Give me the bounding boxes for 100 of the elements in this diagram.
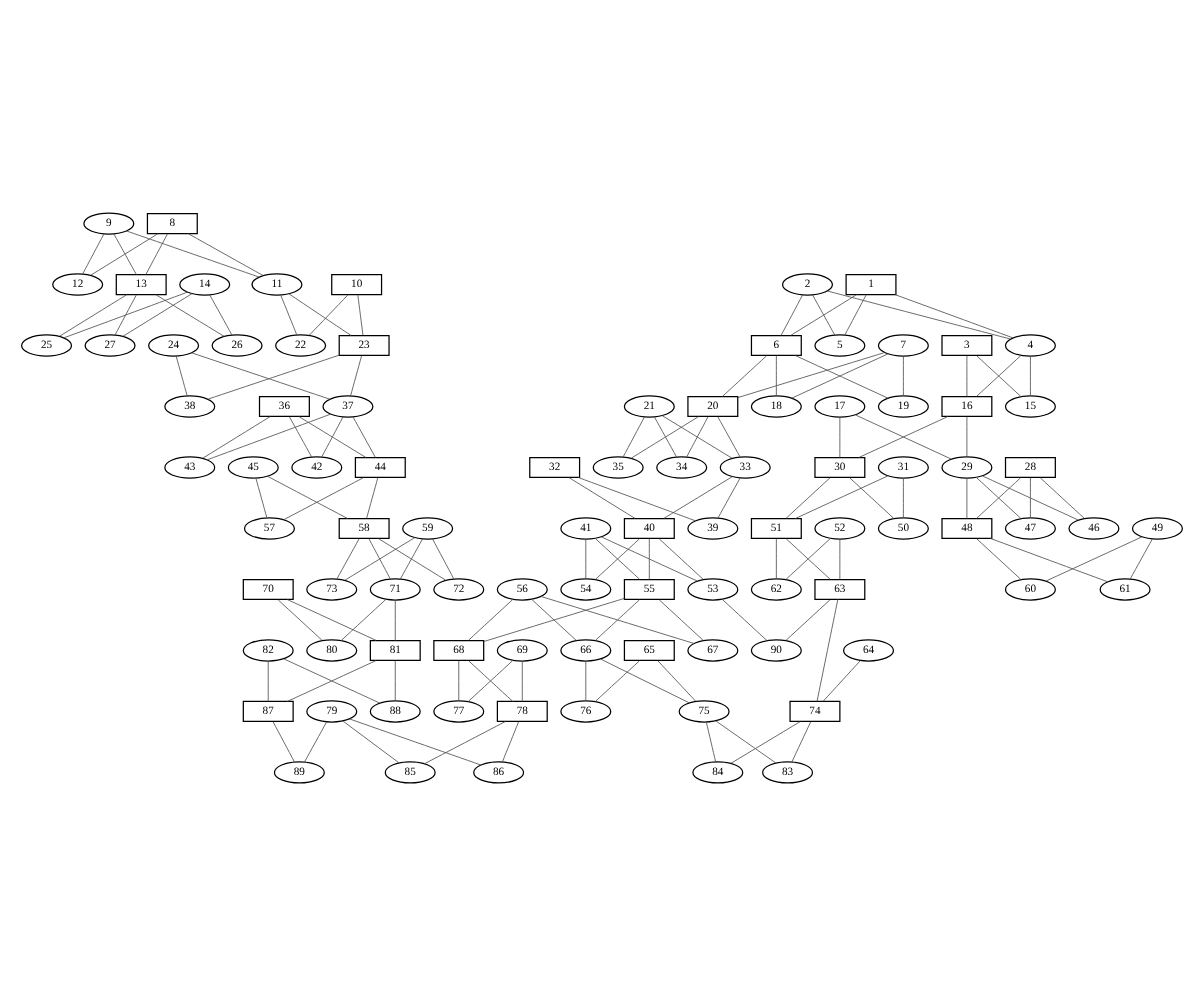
connector: [321, 415, 344, 457]
connector: [966, 354, 968, 396]
connector: [267, 474, 348, 518]
connector: [283, 476, 364, 520]
connector: [202, 415, 271, 458]
connector: [531, 597, 577, 640]
connector: [399, 537, 424, 579]
connector: [155, 293, 225, 336]
connector: [304, 720, 328, 762]
connector: [1129, 537, 1153, 579]
connector: [340, 597, 387, 640]
connector: [126, 229, 260, 277]
connector: [366, 476, 379, 518]
connector: [826, 289, 1011, 339]
connector: [352, 415, 376, 457]
connector: [267, 659, 269, 701]
connector: [844, 293, 867, 335]
connector: [722, 354, 767, 396]
connector: [424, 720, 506, 764]
connector: [342, 719, 400, 763]
connector: [277, 598, 323, 640]
connector: [839, 416, 841, 457]
connector: [785, 476, 831, 518]
connector: [206, 412, 331, 460]
connector: [175, 355, 188, 396]
connector: [990, 537, 1109, 582]
connector: [595, 598, 640, 640]
connector: [622, 415, 645, 457]
connector: [658, 598, 704, 640]
connector: [894, 293, 1014, 338]
connector: [657, 659, 697, 701]
connector: [717, 415, 741, 457]
connector: [715, 719, 776, 763]
connector: [468, 597, 514, 640]
connector: [288, 292, 352, 335]
connector: [1045, 535, 1143, 581]
connector: [272, 720, 295, 762]
connector: [280, 294, 298, 335]
connector: [255, 477, 268, 518]
connector: [791, 720, 812, 762]
connector: [287, 598, 377, 640]
connector: [717, 476, 741, 518]
connector: [350, 354, 363, 396]
connector: [145, 232, 168, 274]
connector: [577, 476, 696, 521]
connector: [349, 717, 482, 765]
connector: [298, 415, 367, 457]
connector: [82, 232, 105, 274]
connector: [780, 293, 804, 335]
connector: [394, 598, 396, 640]
connector: [1030, 476, 1031, 518]
connector: [595, 659, 640, 701]
connector: [902, 477, 904, 518]
connector: [600, 535, 698, 581]
connector: [1039, 476, 1085, 518]
connector: [653, 415, 677, 457]
connector: [661, 414, 733, 458]
connector: [209, 293, 233, 335]
connector: [785, 598, 831, 640]
connector: [686, 415, 709, 457]
connector: [59, 293, 128, 336]
connector: [289, 415, 313, 457]
connector: [721, 597, 768, 640]
connector: [90, 232, 159, 275]
connector: [378, 537, 446, 580]
connector: [775, 354, 777, 396]
connector: [663, 475, 733, 518]
connector: [113, 232, 137, 274]
connector: [568, 476, 636, 518]
connector: [585, 659, 587, 701]
connector: [521, 659, 523, 701]
connector: [308, 293, 349, 335]
connector: [839, 537, 841, 579]
connector: [191, 351, 331, 399]
connector: [585, 537, 587, 579]
connector: [368, 537, 391, 579]
connector: [658, 537, 704, 579]
connector: [187, 232, 264, 276]
connector: [63, 290, 188, 338]
connector: [794, 474, 889, 518]
connector: [966, 415, 968, 457]
connector: [737, 351, 885, 397]
connector: [483, 596, 625, 641]
connector: [775, 537, 777, 578]
connector: [114, 293, 137, 335]
connector: [207, 353, 340, 399]
connector: [976, 537, 1022, 579]
connector: [816, 598, 839, 701]
connector: [432, 537, 455, 579]
connector: [394, 659, 396, 700]
connector: [122, 292, 193, 336]
connector: [705, 720, 717, 762]
connector: [966, 477, 968, 518]
connector: [648, 537, 650, 579]
connector: [344, 536, 416, 580]
connector: [982, 474, 1079, 520]
connector: [631, 415, 699, 458]
connector: [458, 659, 460, 700]
connector: [501, 720, 520, 762]
connector: [790, 293, 858, 335]
